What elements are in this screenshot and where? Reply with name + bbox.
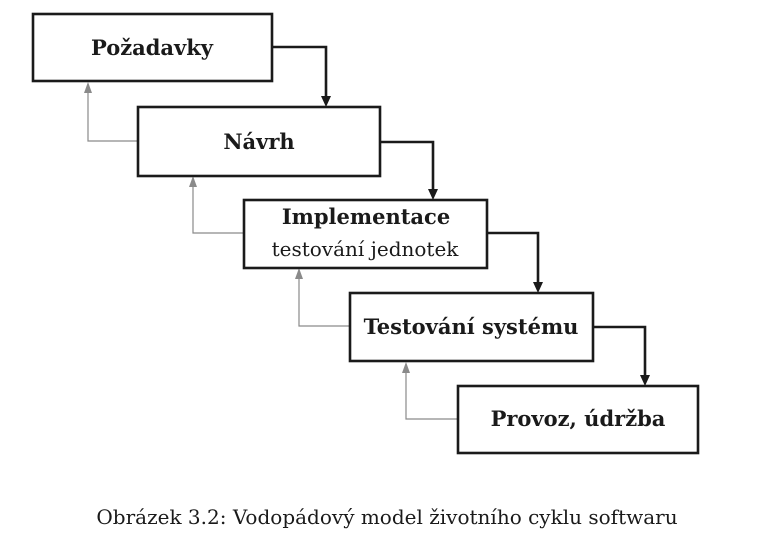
feedback-arrow-system-testing-to-implementation bbox=[298, 270, 350, 327]
feedback-arrow-design-to-requirements bbox=[87, 84, 138, 142]
forward-arrow-implementation-to-system-testing bbox=[487, 231, 540, 284]
forward-arrow-requirements-to-design bbox=[272, 45, 328, 98]
stage-implementation-box bbox=[242, 198, 489, 270]
stage-system-testing: Testování systému bbox=[348, 291, 595, 363]
stage-operation: Provoz, údržba bbox=[456, 384, 700, 455]
waterfall-diagram: Požadavky Návrh Implementace testování j… bbox=[31, 12, 700, 455]
stage-design: Návrh bbox=[136, 105, 382, 178]
feedback-arrow-operation-to-system-testing bbox=[405, 364, 458, 420]
stage-requirements-label: Požadavky bbox=[91, 35, 214, 60]
stage-operation-box bbox=[456, 384, 700, 455]
stage-system-testing-label: Testování systému bbox=[364, 314, 579, 339]
stage-operation-label: Provoz, údržba bbox=[491, 406, 666, 431]
forward-arrowhead-1 bbox=[321, 96, 331, 107]
stage-design-label: Návrh bbox=[223, 129, 294, 154]
forward-arrow-system-testing-to-operation bbox=[593, 325, 647, 377]
forward-arrowhead-4 bbox=[640, 375, 650, 386]
stage-implementation-label: Implementace bbox=[282, 204, 450, 229]
feedback-arrowhead-3 bbox=[295, 268, 303, 279]
figure-caption: Obrázek 3.2: Vodopádový model životního … bbox=[96, 505, 678, 529]
forward-arrow-design-to-implementation bbox=[380, 140, 435, 191]
stage-implementation: Implementace testování jednotek bbox=[242, 198, 489, 270]
forward-arrowhead-3 bbox=[533, 282, 543, 293]
feedback-arrowhead-4 bbox=[402, 362, 410, 373]
stage-implementation-sublabel: testování jednotek bbox=[272, 237, 460, 261]
feedback-arrowhead-1 bbox=[84, 82, 92, 93]
stage-requirements-box bbox=[31, 12, 274, 83]
stage-requirements: Požadavky bbox=[31, 12, 274, 83]
feedback-arrow-implementation-to-design bbox=[192, 178, 244, 234]
feedback-arrowhead-2 bbox=[189, 176, 197, 187]
stage-design-box bbox=[136, 105, 382, 178]
stage-system-testing-box bbox=[348, 291, 595, 363]
forward-arrowhead-2 bbox=[428, 189, 438, 200]
